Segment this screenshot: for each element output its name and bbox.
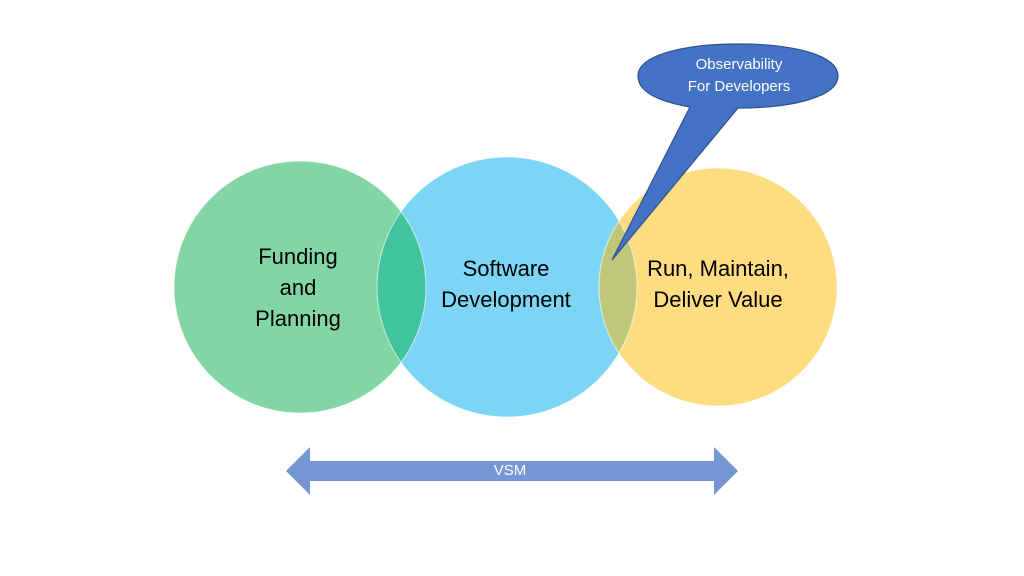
- run-maintain-deliver-label: Run, Maintain, Deliver Value: [647, 256, 789, 312]
- observability-callout-label: Observability For Developers: [687, 56, 791, 95]
- funding-circle-outline: [173, 160, 427, 414]
- software-development-circle: [377, 157, 637, 417]
- software-development-label: Software Development: [441, 256, 571, 312]
- software-circle-outline: [376, 156, 638, 418]
- vsm-double-arrow: [286, 447, 738, 495]
- run-maintain-circle: [599, 168, 837, 406]
- vsm-label: VSM: [493, 462, 527, 479]
- run-circle-outline: [598, 167, 838, 407]
- funding-and-planning-label: Funding and Planning: [255, 244, 341, 331]
- funding-circle: [174, 161, 426, 413]
- callout-bubble: [611, 43, 839, 261]
